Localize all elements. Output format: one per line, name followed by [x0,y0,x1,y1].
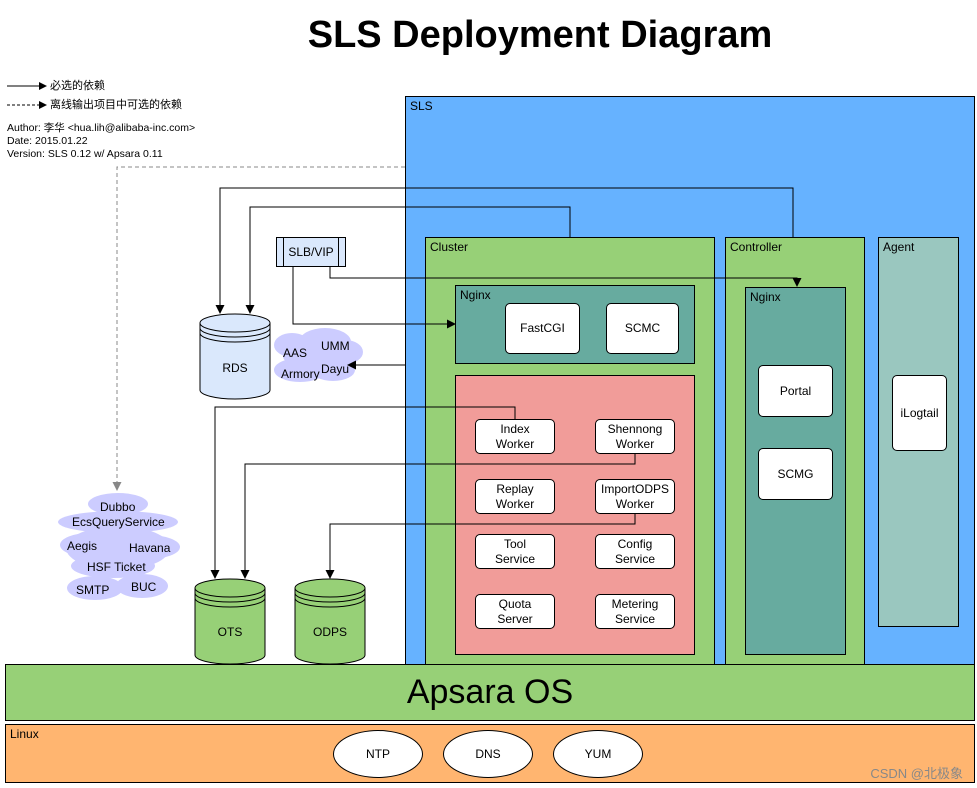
date-text: Date: 2015.01.22 [7,135,88,147]
scmc-node: SCMC [606,303,679,354]
config-service-node: Config Service [595,534,675,569]
odps-database-icon [294,578,366,665]
optional-connector [112,166,405,491]
cluster-label: Cluster [430,240,469,254]
tool-service-node: Tool Service [475,534,555,569]
version-text: Version: SLS 0.12 w/ Apsara 0.11 [7,148,163,160]
slb-vip-label: SLB/VIP [288,245,334,259]
hsf-label: HSF Ticket [87,560,146,574]
shennong-worker-node: Shennong Worker [595,419,675,454]
controller-label: Controller [730,240,783,254]
agent-label: Agent [883,240,915,254]
aas-label: AAS [283,346,308,360]
ntp-node: NTP [333,730,423,778]
ots-label: OTS [217,625,243,639]
portal-node: Portal [758,365,833,417]
external-cloud-icon [58,493,180,600]
smtp-label: SMTP [76,583,110,597]
ilogtail-node: iLogtail [892,375,947,451]
fastcgi-node: FastCGI [505,303,580,354]
ecs-label: EcsQueryService [72,515,165,529]
yum-node: YUM [553,730,643,778]
dns-node: DNS [443,730,533,778]
index-worker-node: Index Worker [475,419,555,454]
metering-service-node: Metering Service [595,594,675,629]
watermark: CSDN @北极象 [870,766,963,781]
legend-arrows [7,82,47,109]
slb-vip-node: SLB/VIP [276,237,346,267]
umm-label: UMM [321,339,350,353]
ots-database-icon [194,578,266,665]
odps-label: ODPS [312,625,347,639]
havana-label: Havana [129,541,171,555]
legend-dashed-label: 离线输出项目中可选的依赖 [50,99,182,111]
importodps-worker-node: ImportODPS Worker [595,479,675,514]
services-cloud-icon [274,328,363,382]
cluster-nginx-label: Nginx [460,288,491,302]
legend-solid-label: 必选的依赖 [50,80,105,92]
sls-label: SLS [410,99,433,113]
dubbo-label: Dubbo [100,500,136,514]
dayu-label: Dayu [321,362,350,376]
rds-label: RDS [222,361,248,375]
author-text: Author: 李华 <hua.lih@alibaba-inc.com> [7,122,196,134]
rds-database-icon [199,313,271,400]
apsara-os-layer: Apsara OS [5,664,975,721]
replay-worker-node: Replay Worker [475,479,555,514]
page-title: SLS Deployment Diagram [307,14,773,56]
quota-server-node: Quota Server [475,594,555,629]
buc-label: BUC [131,580,157,594]
linux-label: Linux [10,727,39,741]
connectors [210,187,802,579]
aegis-label: Aegis [67,539,98,553]
scmg-node: SCMG [758,448,833,500]
armory-label: Armory [281,367,320,381]
controller-nginx-label: Nginx [750,290,781,304]
